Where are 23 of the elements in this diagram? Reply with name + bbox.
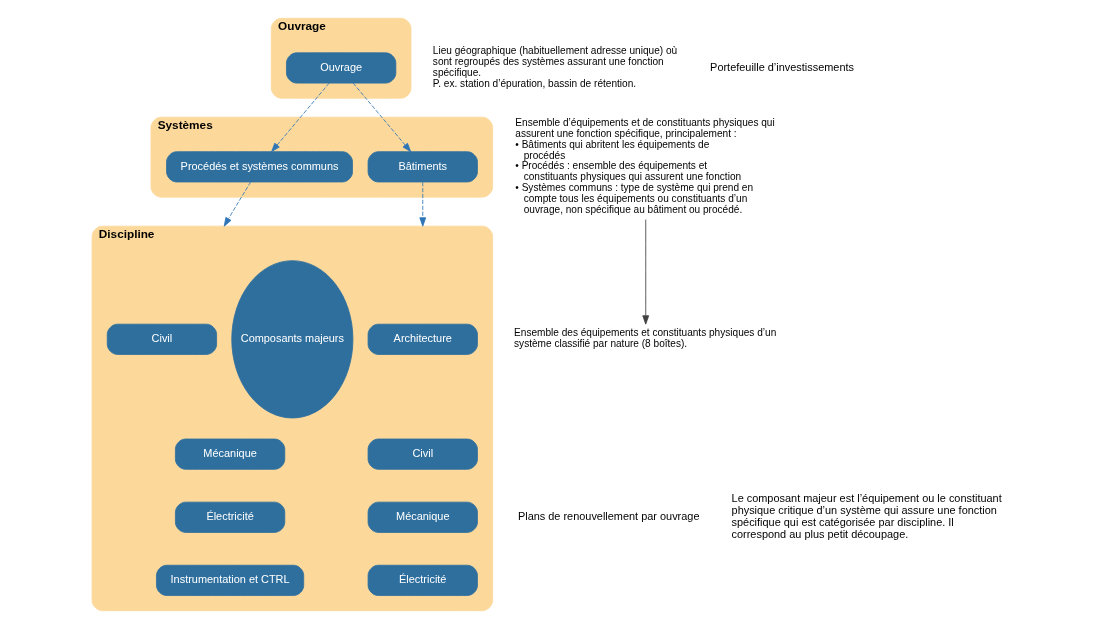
node-box: Bâtiments — [367, 151, 478, 183]
arrow — [223, 181, 252, 227]
node-text: Ensemble d’équipements et de constituants physiques qui assurent une fonction spécifique, principalement : • Bâtiments qui abritent les équipements de procédés • Procédés : ensemble des équipements et constituants physiques qui assurent une fonction • Systèmes communs : type de système qui prend en compte tous les équipements ou constituants d’un ouvrage, non spécifique au bâtiment ou procédé. — [515, 116, 775, 216]
node-box: Électricité — [367, 564, 478, 596]
node-box: Mécanique — [175, 438, 286, 470]
node-text: Ensemble des équipements et constituants physiques d’un système classifié par nature (8 boîtes). — [514, 327, 777, 350]
label: Plans de renouvellement par ouvrage — [517, 510, 700, 523]
arrow — [419, 181, 427, 227]
arrow — [352, 82, 412, 152]
label: Portefeuille d’investissements — [710, 60, 854, 73]
node-box: Procédés et systèmes communs — [166, 151, 353, 183]
node-box: Architecture — [367, 323, 478, 355]
arrow — [642, 219, 650, 325]
label: Le composant majeur est l’équipement ou le constituant physique critique d’un système qui assure une fonction spécifique qui est catégorisée par discipline. Il correspond au plus petit découpage. — [731, 492, 1002, 540]
node-box: Ouvrage — [286, 52, 397, 84]
node-box: Civil — [106, 323, 218, 355]
node-text: Lieu géographique (habituellement adresse unique) où sont regroupés des systèmes assurant une fonction spécifique. P. ex. station d’épuration, bassin de rétention. — [432, 45, 678, 89]
arrow — [271, 82, 330, 152]
node-ellipse: Composants majeurs — [231, 260, 354, 419]
node-box: Instrumentation et CTRL — [156, 564, 305, 596]
node-box: Électricité — [175, 501, 286, 533]
node-box: Civil — [367, 438, 478, 470]
node-box: Mécanique — [367, 501, 478, 533]
